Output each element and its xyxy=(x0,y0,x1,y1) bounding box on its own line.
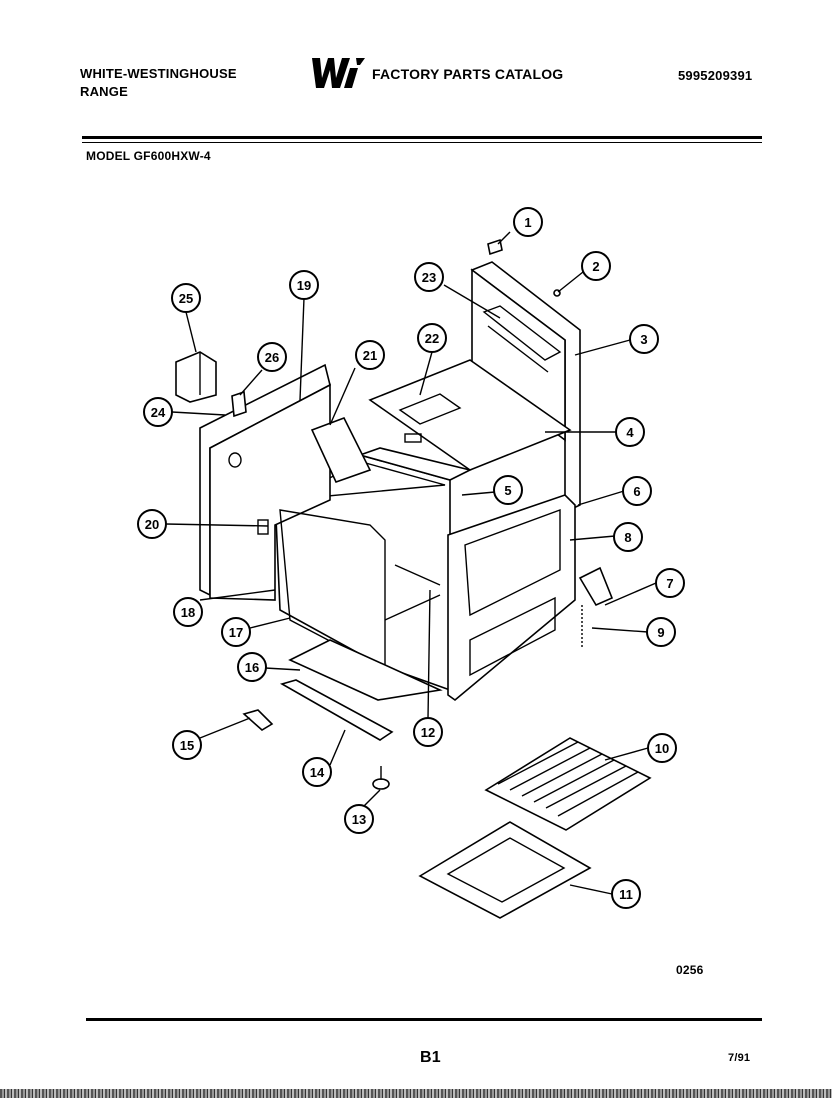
svg-text:8: 8 xyxy=(624,530,631,545)
product-type: RANGE xyxy=(80,84,128,99)
callout-6: 6 xyxy=(622,476,652,506)
rack-guide-lower xyxy=(384,594,441,621)
catalog-title: FACTORY PARTS CATALOG xyxy=(372,66,564,82)
svg-text:10: 10 xyxy=(655,741,669,756)
svg-text:21: 21 xyxy=(363,348,377,363)
brand-name: WHITE-WESTINGHOUSE xyxy=(80,66,237,81)
model-number: MODEL GF600HXW-4 xyxy=(86,149,211,163)
callout-17: 17 xyxy=(221,617,251,647)
callout-9: 9 xyxy=(646,617,676,647)
callout-1: 1 xyxy=(513,207,543,237)
svg-text:7: 7 xyxy=(666,576,673,591)
svg-text:5: 5 xyxy=(504,483,511,498)
svg-text:15: 15 xyxy=(180,738,194,753)
callout-2: 2 xyxy=(581,251,611,281)
callout-25: 25 xyxy=(171,283,201,313)
bracket-part xyxy=(175,351,217,403)
callout-13: 13 xyxy=(344,804,374,834)
callout-22: 22 xyxy=(417,323,447,353)
oven-door xyxy=(447,494,576,702)
header-rule-thin xyxy=(82,142,762,143)
svg-text:24: 24 xyxy=(151,405,166,420)
callout-24: 24 xyxy=(143,397,173,427)
svg-text:23: 23 xyxy=(422,270,436,285)
catalog-number: 5995209391 xyxy=(678,68,753,83)
door-gasket xyxy=(279,509,386,672)
svg-text:11: 11 xyxy=(619,887,633,902)
callout-23: 23 xyxy=(414,262,444,292)
drawing-code: 0256 xyxy=(676,963,704,977)
svg-text:13: 13 xyxy=(352,812,366,827)
callout-7: 7 xyxy=(655,568,685,598)
callout-8: 8 xyxy=(613,522,643,552)
catalog-date: 7/91 xyxy=(728,1052,751,1064)
broiler-pan xyxy=(418,821,592,919)
callout-5: 5 xyxy=(493,475,523,505)
callout-16: 16 xyxy=(237,652,267,682)
callout-10: 10 xyxy=(647,733,677,763)
page-number: B1 xyxy=(420,1049,441,1066)
leader-lines xyxy=(165,231,657,895)
svg-text:4: 4 xyxy=(626,425,634,440)
wci-logo xyxy=(312,58,365,88)
scan-edge xyxy=(0,1089,832,1098)
svg-text:18: 18 xyxy=(181,605,195,620)
svg-text:22: 22 xyxy=(425,331,439,346)
svg-text:2: 2 xyxy=(592,259,599,274)
svg-text:3: 3 xyxy=(640,332,647,347)
footer-rule xyxy=(86,1018,762,1021)
svg-text:12: 12 xyxy=(421,725,435,740)
callout-4: 4 xyxy=(615,417,645,447)
callout-19: 19 xyxy=(289,270,319,300)
clip-part xyxy=(231,390,247,418)
callout-15: 15 xyxy=(172,730,202,760)
vent-duct xyxy=(310,416,372,483)
header-rule xyxy=(82,136,762,139)
side-panel xyxy=(199,363,331,601)
svg-text:1: 1 xyxy=(524,215,531,230)
svg-text:14: 14 xyxy=(310,765,325,780)
callout-3: 3 xyxy=(629,324,659,354)
callout-14: 14 xyxy=(302,757,332,787)
oven-top-shelf xyxy=(368,359,572,471)
svg-text:26: 26 xyxy=(265,350,279,365)
leveling-bracket xyxy=(242,709,274,731)
callout-12: 12 xyxy=(413,717,443,747)
callout-26: 26 xyxy=(257,342,287,372)
svg-text:16: 16 xyxy=(245,660,259,675)
callout-18: 18 xyxy=(173,597,203,627)
rack-guide xyxy=(394,564,441,586)
svg-text:17: 17 xyxy=(229,625,243,640)
svg-text:20: 20 xyxy=(145,517,159,532)
door-hinge xyxy=(578,566,614,607)
oven-bottom xyxy=(288,639,443,701)
callout-20: 20 xyxy=(137,509,167,539)
oven-rack xyxy=(484,737,652,831)
svg-text:25: 25 xyxy=(179,291,193,306)
callout-21: 21 xyxy=(355,340,385,370)
callout-11: 11 xyxy=(611,879,641,909)
kick-plate xyxy=(279,679,394,741)
svg-text:19: 19 xyxy=(297,278,311,293)
svg-text:6: 6 xyxy=(633,484,640,499)
svg-text:9: 9 xyxy=(657,625,664,640)
leveling-leg xyxy=(372,766,390,790)
